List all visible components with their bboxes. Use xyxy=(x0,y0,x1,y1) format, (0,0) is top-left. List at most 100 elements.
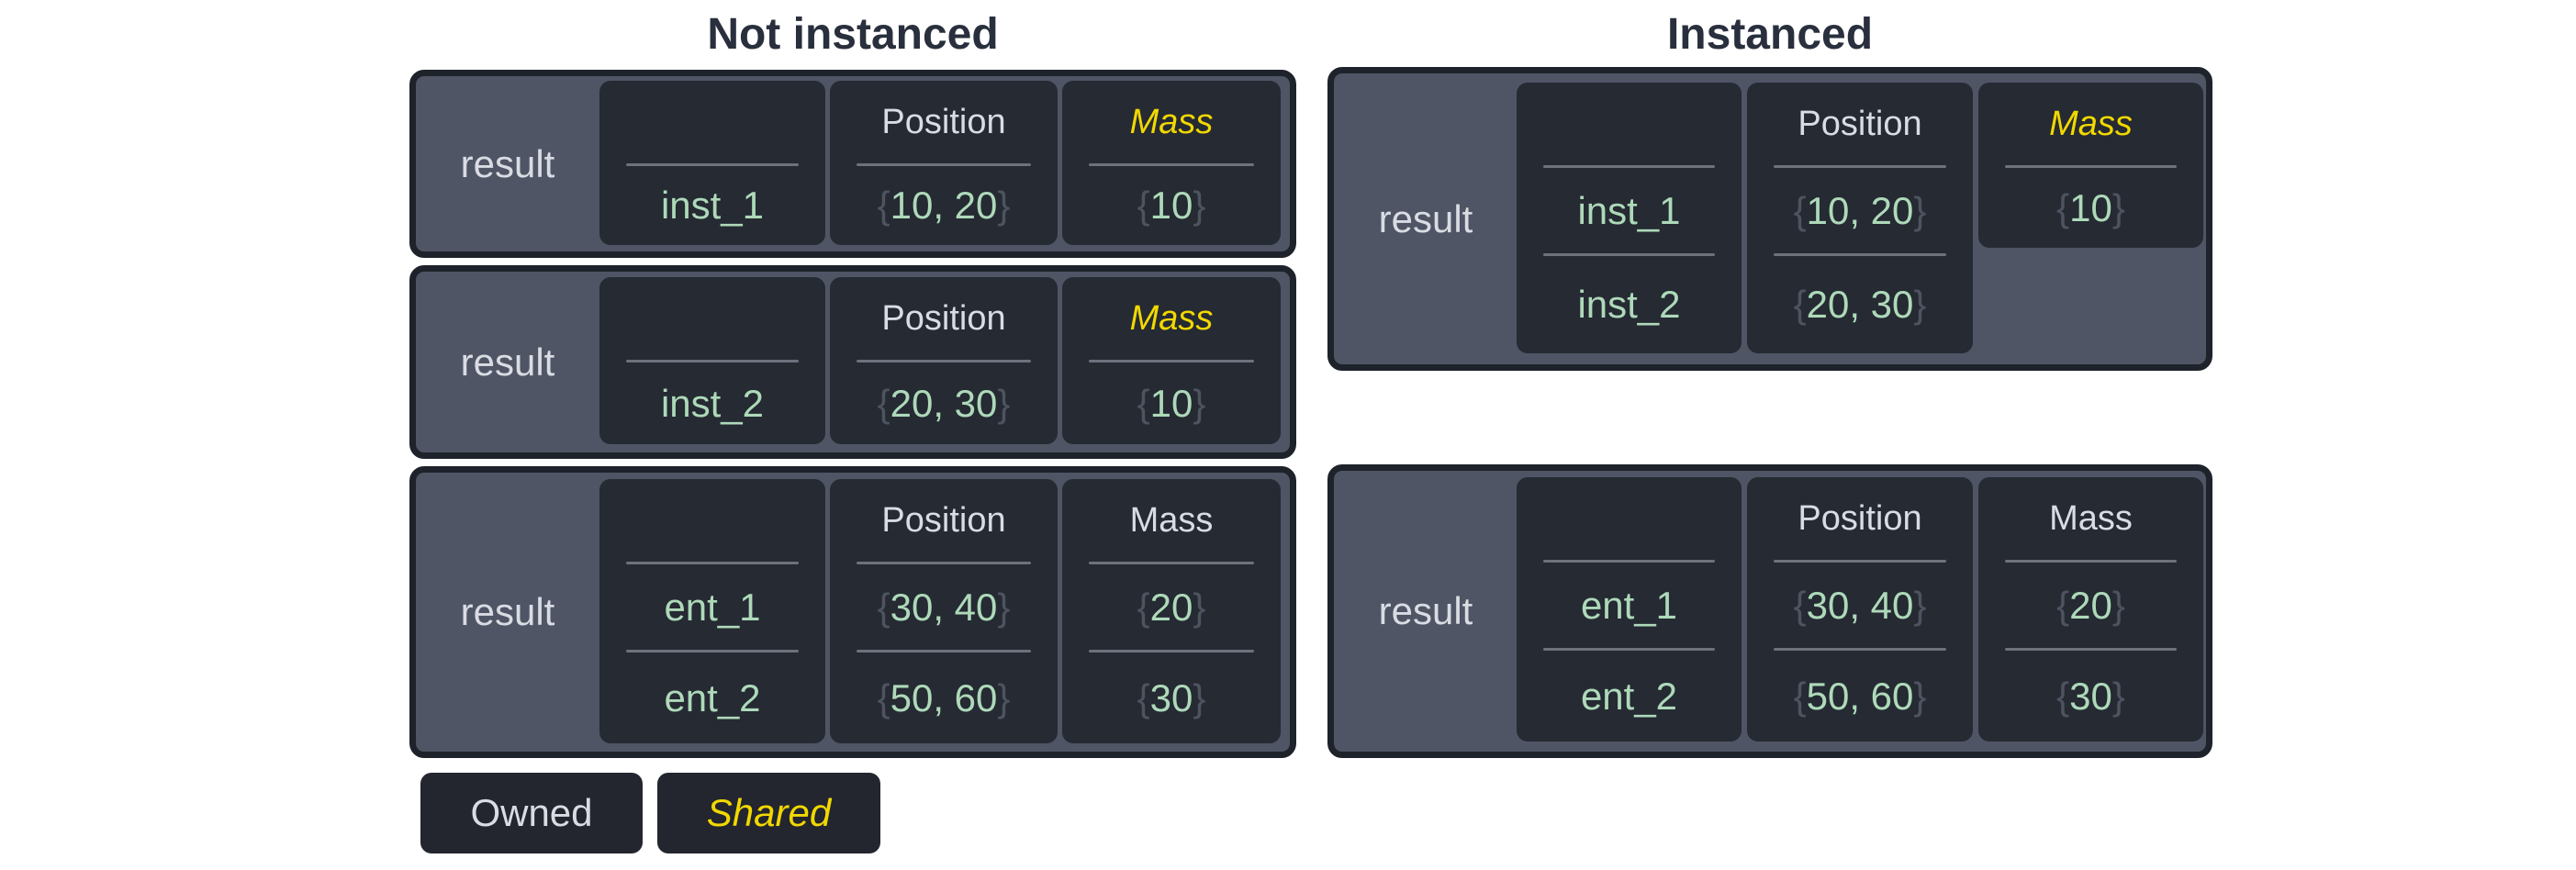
component-value: {30, 40} xyxy=(1747,563,1973,648)
brace-close: } xyxy=(1193,184,1206,227)
value-text: inst_1 xyxy=(1577,188,1681,232)
brace-close: } xyxy=(1193,381,1206,425)
result-row-label: result xyxy=(1378,196,1473,240)
brace-open: { xyxy=(1137,675,1150,719)
component-value: {10} xyxy=(1062,362,1281,444)
column-header-shared: Mass xyxy=(2049,104,2133,143)
brace-open: { xyxy=(877,381,890,425)
result-table-not-instanced-1: result inst_1 Position {10, 20} Mass {10… xyxy=(409,70,1296,258)
brace-close: } xyxy=(2111,674,2125,718)
brace-close: } xyxy=(2111,583,2125,627)
component-value: {10} xyxy=(1062,166,1281,245)
value-text: 30 xyxy=(2069,674,2112,718)
row-separator xyxy=(1089,163,1254,166)
entity-name: ent_1 xyxy=(1517,563,1742,648)
column-header: Position xyxy=(881,102,1006,141)
position-column-cell: Position {10, 20} xyxy=(830,81,1058,245)
entity-column-cell: inst_1 inst_2 xyxy=(1517,83,1742,353)
column-header: Mass xyxy=(1129,500,1214,540)
mass-column-cell: Mass {10} xyxy=(1062,81,1281,245)
value-text: 10, 20 xyxy=(1806,188,1914,232)
brace-open: { xyxy=(1137,184,1150,227)
mass-column-cell: Mass {20} {30} xyxy=(1978,477,2203,742)
row-separator xyxy=(1543,165,1715,168)
brace-close: } xyxy=(1913,283,1927,326)
value-text: ent_1 xyxy=(664,585,761,629)
column-header: Position xyxy=(1798,498,1922,538)
component-value: {30} xyxy=(1062,652,1281,743)
legend-shared: Shared xyxy=(657,773,880,853)
column-header: Position xyxy=(881,298,1006,338)
mass-column-cell-shared: Mass {10} xyxy=(1978,83,2203,248)
legend-owned: Owned xyxy=(420,773,643,853)
entity-name: ent_1 xyxy=(599,564,825,650)
result-row-label: result xyxy=(460,141,555,185)
brace-open: { xyxy=(877,184,890,227)
brace-close: } xyxy=(997,675,1011,719)
brace-open: { xyxy=(1793,283,1807,326)
result-table-not-instanced-2: result inst_2 Position {20, 30} Mass {10… xyxy=(409,265,1296,459)
brace-close: } xyxy=(997,585,1011,629)
brace-open: { xyxy=(877,585,890,629)
entity-name: inst_1 xyxy=(599,166,825,245)
value-text: ent_1 xyxy=(1580,583,1678,627)
row-separator xyxy=(857,562,1031,564)
value-text: ent_2 xyxy=(1580,674,1678,718)
component-value: {10, 20} xyxy=(1747,168,1973,253)
column-header: Mass xyxy=(2049,498,2133,538)
brace-close: } xyxy=(1913,583,1927,627)
component-value: {30} xyxy=(1978,651,2203,742)
result-row-label: result xyxy=(460,340,555,384)
row-separator xyxy=(626,163,799,166)
row-separator xyxy=(857,163,1031,166)
brace-close: } xyxy=(1913,188,1927,232)
column-header xyxy=(1517,83,1742,165)
brace-close: } xyxy=(1193,585,1206,629)
entity-column-cell: inst_2 xyxy=(599,277,825,444)
row-separator xyxy=(1089,360,1254,362)
row-separator xyxy=(857,360,1031,362)
section-title-not-instanced: Not instanced xyxy=(707,10,999,59)
brace-open: { xyxy=(2056,185,2070,229)
brace-open: { xyxy=(2056,583,2070,627)
brace-open: { xyxy=(1793,188,1807,232)
row-separator xyxy=(626,360,799,362)
row-separator xyxy=(626,650,799,652)
value-text: 30, 40 xyxy=(890,585,998,629)
row-separator xyxy=(2005,165,2177,168)
column-header xyxy=(599,479,825,562)
position-column-cell: Position {20, 30} xyxy=(830,277,1058,444)
brace-open: { xyxy=(1793,674,1807,718)
result-table-not-instanced-3: result ent_1 ent_2 Position {30, 40} {50… xyxy=(409,466,1296,758)
value-text: 10, 20 xyxy=(890,184,998,227)
column-header: Position xyxy=(881,500,1006,540)
brace-open: { xyxy=(1137,585,1150,629)
entity-column-cell: inst_1 xyxy=(599,81,825,245)
component-value: {50, 60} xyxy=(1747,651,1973,742)
result-row-label: result xyxy=(460,590,555,633)
value-text: 30 xyxy=(1149,675,1193,719)
component-value: {20, 30} xyxy=(1747,256,1973,353)
component-value: {10} xyxy=(1978,168,2203,248)
legend: Owned Shared xyxy=(420,773,880,853)
brace-open: { xyxy=(2056,674,2070,718)
row-separator xyxy=(1774,253,1946,256)
component-value: {30, 40} xyxy=(830,564,1058,650)
row-separator xyxy=(1774,560,1946,563)
entity-name: inst_1 xyxy=(1517,168,1742,253)
column-header xyxy=(599,277,825,360)
component-value: {50, 60} xyxy=(830,652,1058,743)
position-column-cell: Position {30, 40} {50, 60} xyxy=(830,479,1058,743)
row-separator xyxy=(1089,650,1254,652)
entity-column-cell: ent_1 ent_2 xyxy=(599,479,825,743)
value-text: inst_2 xyxy=(660,381,765,425)
row-separator xyxy=(1543,253,1715,256)
value-text: 20 xyxy=(2069,583,2112,627)
component-value: {20} xyxy=(1978,563,2203,648)
entity-name: inst_2 xyxy=(599,362,825,444)
value-text: 20, 30 xyxy=(890,381,998,425)
row-separator xyxy=(2005,560,2177,563)
value-text: 10 xyxy=(1149,184,1193,227)
column-header xyxy=(1517,477,1742,560)
